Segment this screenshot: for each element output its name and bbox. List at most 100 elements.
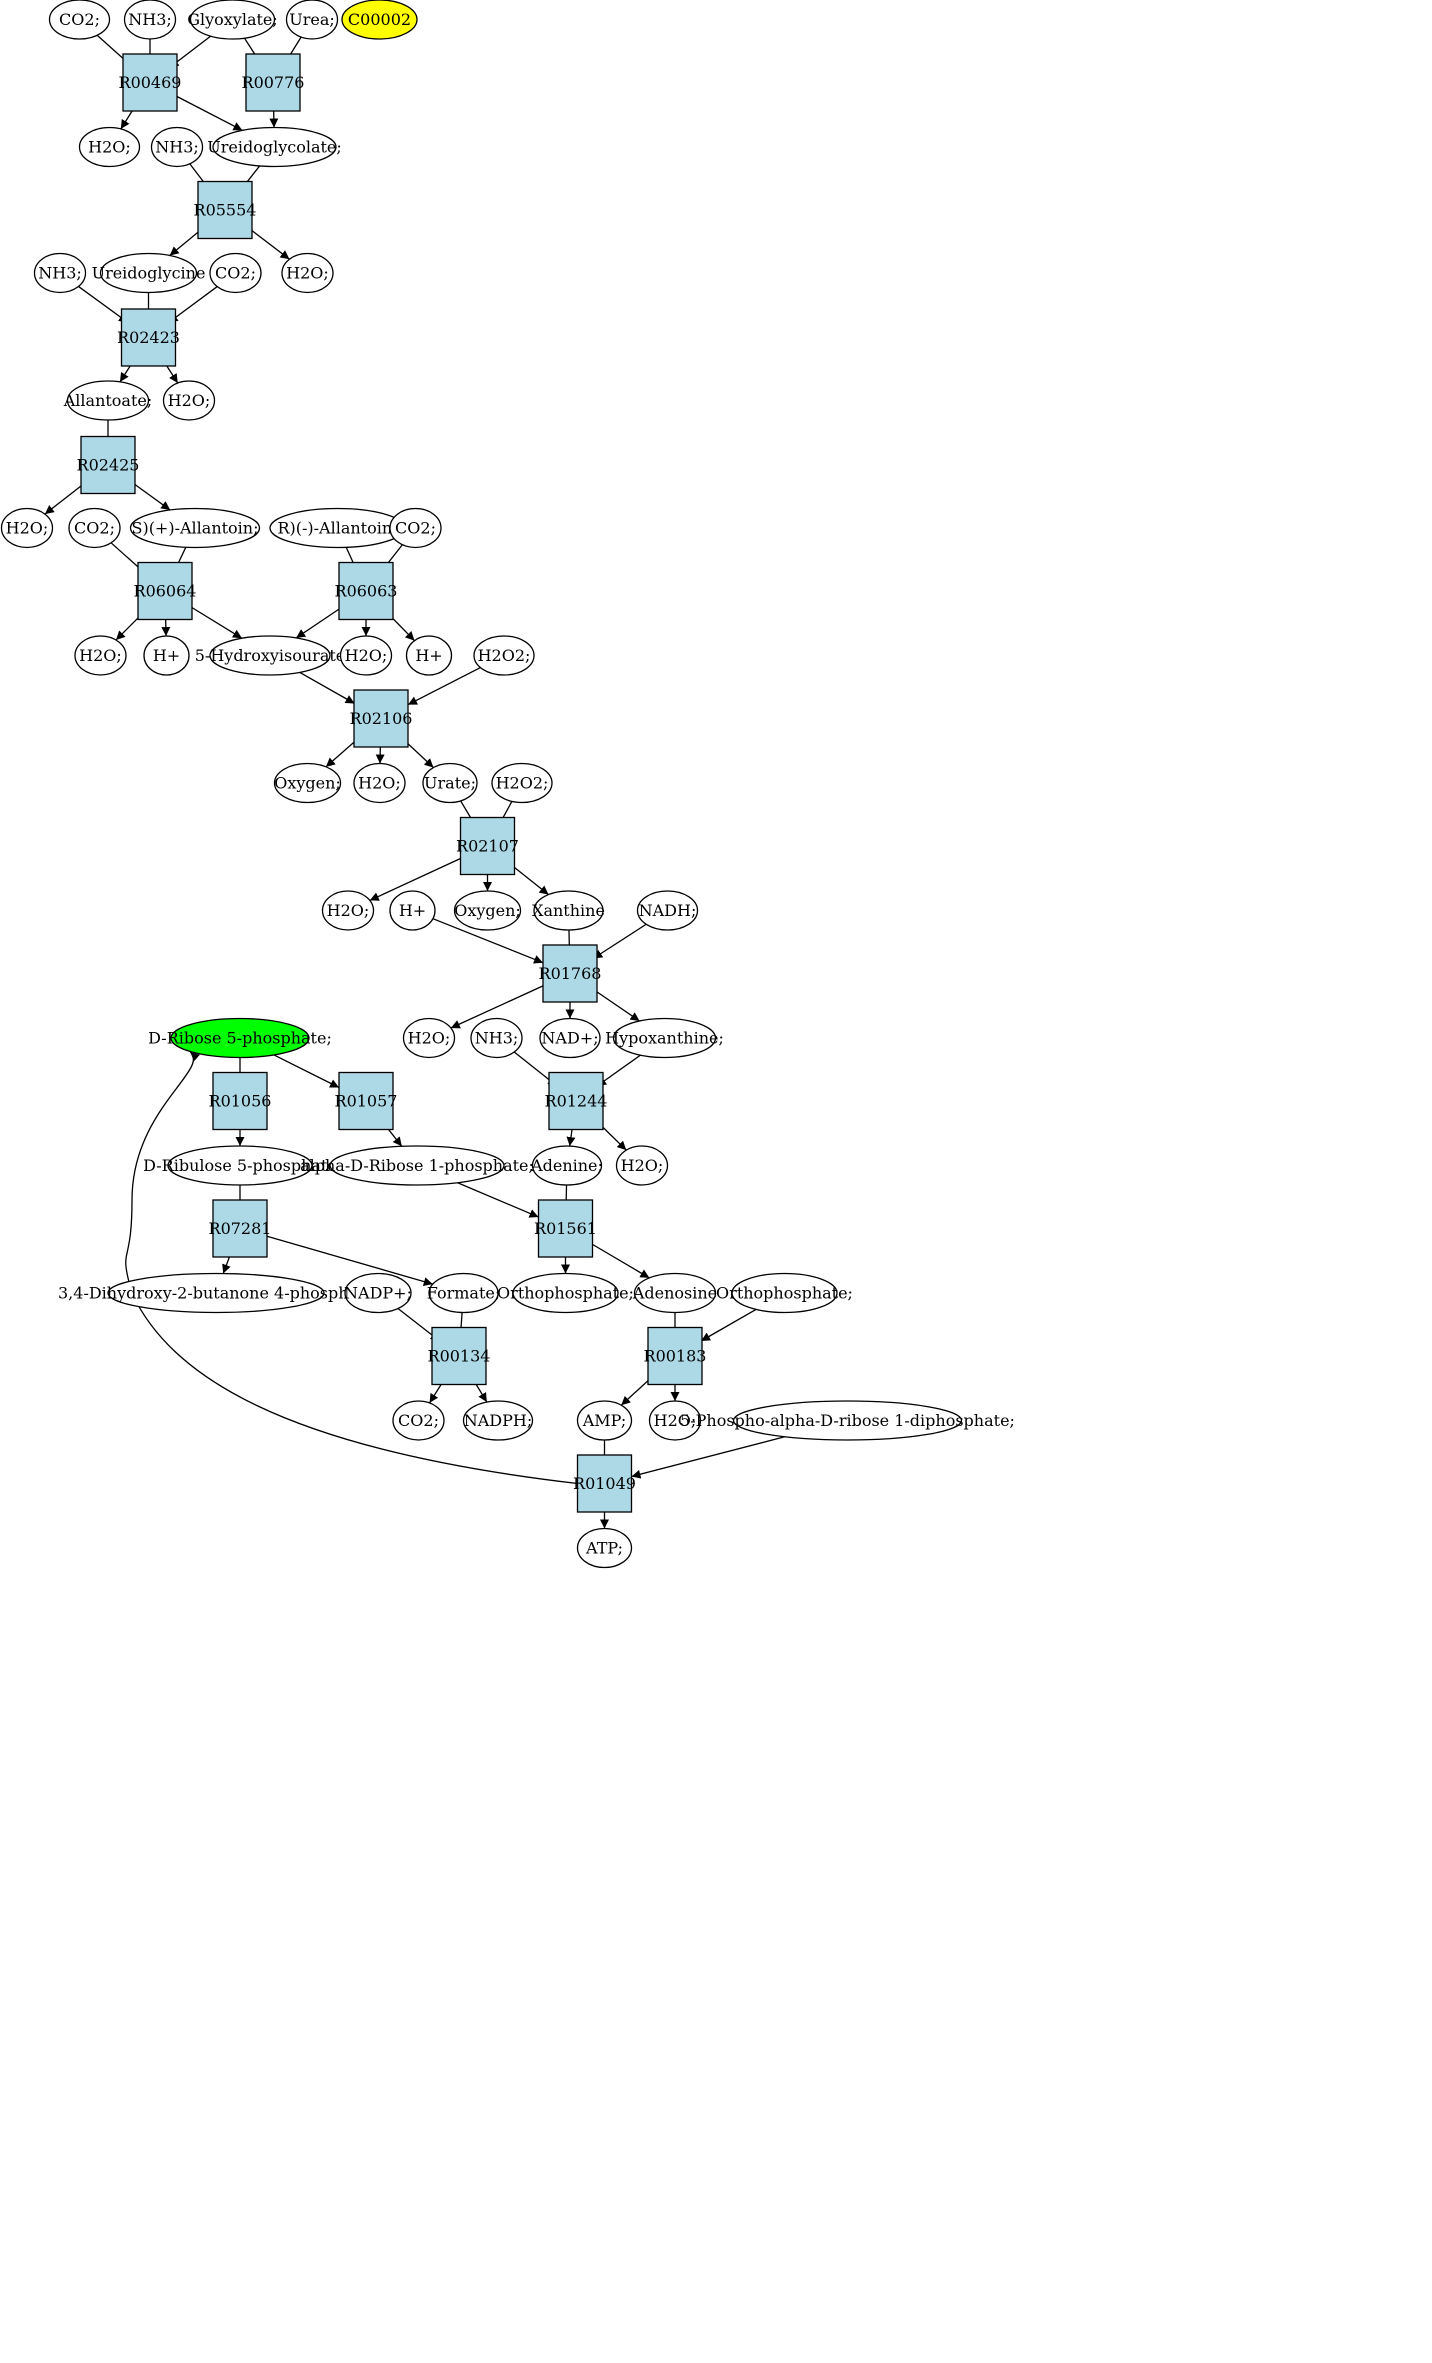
compound-node-nh3-a[interactable]: NH3; (123, 0, 177, 40)
compound-node-nh3-c[interactable]: NH3; (33, 252, 87, 294)
compound-node-hplus-b[interactable]: H+ (405, 635, 453, 676)
reaction-node-r06063[interactable]: R06063 (335, 561, 398, 621)
reaction-node-r05554[interactable]: R05554 (194, 180, 257, 240)
compound-node-h2o-k[interactable]: H2O; (648, 1400, 702, 1441)
reaction-box (122, 53, 178, 112)
node-label: R06064 (134, 582, 197, 601)
reaction-node-r01056[interactable]: R01056 (209, 1071, 272, 1131)
reaction-box (197, 180, 253, 240)
reaction-node-r01057[interactable]: R01057 (335, 1071, 398, 1131)
compound-node-h2o-b[interactable]: H2O; (281, 252, 334, 294)
reaction-node-r00134[interactable]: R00134 (428, 1326, 491, 1386)
compound-node-xanthine[interactable]: Xanthine (532, 890, 605, 931)
compound-node-dribose5p[interactable]: D-Ribose 5-phosphate; (148, 1017, 332, 1059)
compound-node-allantoate[interactable]: Allantoate; (63, 380, 153, 421)
compound-node-alphadribose1p[interactable]: alpha-D-Ribose 1-phosphate; (300, 1145, 534, 1186)
reaction-node-r07281[interactable]: R07281 (209, 1199, 272, 1258)
compound-node-oxygen-a[interactable]: Oxygen; (273, 762, 342, 804)
compound-ellipse (78, 126, 141, 168)
compound-node-nadpplus[interactable]: NADP+; (344, 1272, 412, 1314)
compound-node-dhbp[interactable]: 3,4-Dihydroxy-2-butanone 4-phosphate (58, 1272, 374, 1314)
reaction-node-r00469[interactable]: R00469 (119, 53, 182, 112)
compound-node-dribulose5p[interactable]: D-Ribulose 5-phosphate (143, 1145, 337, 1186)
compound-node-amp[interactable]: AMP; (576, 1400, 633, 1441)
node-label: R02107 (456, 837, 519, 856)
compound-node-nh3-d[interactable]: NH3; (470, 1017, 523, 1059)
compound-node-h2o-h[interactable]: H2O; (321, 890, 375, 931)
reaction-node-r01244[interactable]: R01244 (545, 1071, 608, 1131)
reaction-node-r02423[interactable]: R02423 (117, 308, 180, 367)
compound-ellipse (285, 0, 339, 40)
compound-node-adenosine[interactable]: Adenosine (632, 1272, 717, 1314)
compound-node-h2o-e[interactable]: H2O; (74, 635, 127, 676)
compound-node-co2-d[interactable]: CO2; (389, 507, 442, 549)
compound-node-s-allantoin[interactable]: S)(+)-Allantoin; (129, 507, 261, 549)
reaction-box (80, 435, 136, 495)
compound-node-orthophosphate-b[interactable]: Orthophosphate; (716, 1272, 853, 1314)
compound-node-nadplus[interactable]: NAD+; (539, 1017, 601, 1059)
reaction-node-r02107[interactable]: R02107 (456, 816, 519, 876)
compound-node-ureidoglycolate[interactable]: Ureidoglycolate; (207, 126, 342, 168)
compound-node-h2o-j[interactable]: H2O; (615, 1145, 669, 1186)
reaction-node-r01049[interactable]: R01049 (573, 1454, 636, 1513)
compound-ellipse (74, 635, 127, 676)
compound-node-h2o-g[interactable]: H2O; (353, 762, 406, 804)
compound-node-hydroxyisourate[interactable]: 5-Hydroxyisourate (195, 635, 346, 676)
edge-nh3-c-to-r02423 (78, 285, 129, 324)
compound-node-oxygen-b[interactable]: Oxygen; (453, 890, 522, 931)
node-label: CO2; (215, 264, 256, 283)
compound-node-h2o-c[interactable]: H2O; (162, 380, 216, 421)
node-label: Ureidoglycine (92, 264, 206, 283)
compound-node-co2-b[interactable]: CO2; (209, 252, 262, 294)
compound-node-atp[interactable]: ATP; (576, 1527, 633, 1569)
compound-node-nadh[interactable]: NADH; (636, 890, 699, 931)
compound-ellipse (189, 0, 276, 40)
compound-node-c00002[interactable]: C00002 (341, 0, 418, 40)
node-label: R01057 (335, 1092, 398, 1111)
reaction-node-r01768[interactable]: R01768 (539, 944, 602, 1003)
edge-r01561-to-adenosine (590, 1242, 650, 1279)
compound-node-h2o-a[interactable]: H2O; (78, 126, 141, 168)
reaction-box (338, 1071, 394, 1131)
reaction-node-r01561[interactable]: R01561 (534, 1199, 597, 1258)
reaction-node-r00183[interactable]: R00183 (644, 1326, 707, 1386)
compound-node-prpp[interactable]: 5-Phospho-alpha-D-ribose 1-diphosphate; (680, 1400, 1015, 1441)
edge-orthophosphate-b-to-r00183 (700, 1308, 757, 1342)
reaction-node-r02106[interactable]: R02106 (350, 689, 413, 748)
compound-ellipse (150, 126, 204, 168)
compound-node-h2o2-b[interactable]: H2O2; (491, 762, 553, 804)
node-label: R00776 (242, 73, 305, 92)
compound-node-nadph[interactable]: NADPH; (462, 1400, 534, 1441)
reaction-node-r02425[interactable]: R02425 (77, 435, 140, 495)
compound-ellipse (143, 635, 190, 676)
compound-node-urate[interactable]: Urate; (422, 762, 478, 804)
reaction-node-r00776[interactable]: R00776 (242, 53, 305, 112)
compound-node-co2-a[interactable]: CO2; (48, 0, 111, 40)
compound-ellipse (533, 890, 604, 931)
compound-node-hypoxanthine[interactable]: Hypoxanthine; (605, 1017, 724, 1059)
node-label: C00002 (348, 10, 411, 29)
compound-node-ureidoglycine[interactable]: Ureidoglycine (92, 252, 206, 294)
compound-node-urea[interactable]: Urea; (285, 0, 339, 40)
compound-node-h2o2-a[interactable]: H2O2; (473, 635, 535, 676)
compound-node-hplus-c[interactable]: H+ (389, 890, 436, 931)
compound-node-co2-e[interactable]: CO2; (392, 1400, 445, 1441)
compound-node-co2-c[interactable]: CO2; (68, 507, 121, 549)
node-label: NADPH; (464, 1411, 533, 1430)
reaction-node-r06064[interactable]: R06064 (134, 561, 197, 621)
compound-node-adenine[interactable]: Adenine; (530, 1145, 603, 1186)
compound-node-hplus-a[interactable]: H+ (143, 635, 190, 676)
compound-node-r-allantoin[interactable]: R)(-)-Allantoin; (269, 507, 406, 549)
compound-ellipse (576, 1527, 633, 1569)
compound-ellipse (470, 1017, 523, 1059)
edge-r01768-to-h2o-i (450, 985, 544, 1029)
compound-node-h2o-i[interactable]: H2O; (402, 1017, 456, 1059)
compound-node-glyoxylate[interactable]: Glyoxylate; (187, 0, 278, 40)
node-label: H2O; (621, 1156, 664, 1175)
edge-alphadribose1p-to-r01561 (457, 1182, 539, 1218)
compound-node-h2o-d[interactable]: H2O; (0, 507, 54, 549)
compound-node-h2o-f[interactable]: H2O; (339, 635, 393, 676)
compound-node-formate[interactable]: Formate; (427, 1272, 501, 1314)
compound-node-orthophosphate-a[interactable]: Orthophosphate; (497, 1272, 634, 1314)
compound-node-nh3-b[interactable]: NH3; (150, 126, 204, 168)
